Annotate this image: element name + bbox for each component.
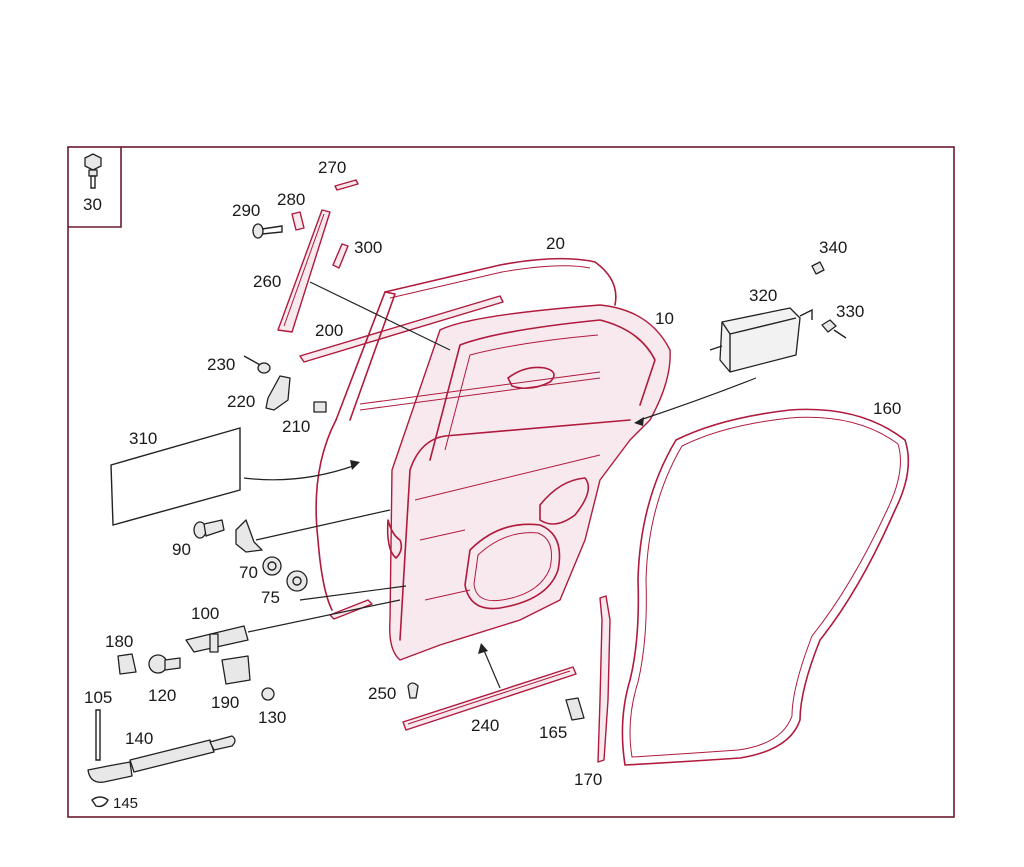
strut-140 — [87, 735, 236, 783]
diagram-frame — [67, 146, 955, 818]
cap-180 — [117, 653, 137, 675]
window-seal-200 — [299, 295, 504, 363]
clip-145 — [91, 796, 109, 808]
label-20: 20 — [546, 234, 565, 253]
label-300: 300 — [354, 238, 382, 257]
bracket-220 — [265, 375, 291, 411]
label-290: 290 — [232, 201, 260, 220]
screw-290 — [252, 223, 283, 239]
clip-250 — [407, 682, 419, 699]
hinge-bracket — [235, 509, 391, 553]
pin-105 — [95, 709, 101, 761]
screw-230 — [243, 355, 271, 374]
control-module-320 — [634, 307, 813, 426]
label-105: 105 — [84, 688, 112, 707]
label-180: 180 — [105, 632, 133, 651]
panel-310 — [110, 427, 360, 526]
label-190: 190 — [211, 693, 239, 712]
bracket-190 — [221, 655, 251, 685]
label-90: 90 — [172, 540, 191, 559]
label-220: 220 — [227, 392, 255, 411]
label-210: 210 — [282, 417, 310, 436]
frame-seal-20 — [384, 257, 617, 306]
clip-210 — [313, 401, 327, 413]
label-130: 130 — [258, 708, 286, 727]
screw-130 — [261, 687, 275, 701]
label-140: 140 — [125, 729, 153, 748]
door-shell-10 — [315, 291, 671, 661]
door-check-100 — [185, 599, 401, 653]
screw-330 — [821, 319, 847, 339]
label-240: 240 — [471, 716, 499, 735]
label-280: 280 — [277, 190, 305, 209]
window-channel-260 — [277, 209, 331, 333]
sill-trim-240 — [402, 666, 577, 731]
label-230: 230 — [207, 355, 235, 374]
label-165: 165 — [539, 723, 567, 742]
label-120: 120 — [148, 686, 176, 705]
nut-70 — [262, 556, 282, 576]
bolt-icon — [84, 153, 102, 189]
label-160: 160 — [873, 399, 901, 418]
label-250: 250 — [368, 684, 396, 703]
label-145: 145 — [113, 795, 138, 812]
inset-box-30: 30 — [68, 147, 122, 228]
label-260: 260 — [253, 272, 281, 291]
part-labels: 10 20 70 75 90 100 105 120 130 140 145 1… — [84, 158, 901, 812]
label-100: 100 — [191, 604, 219, 623]
washer-75 — [286, 570, 308, 592]
door-seal-160 — [621, 408, 910, 766]
label-170: 170 — [574, 770, 602, 789]
label-70: 70 — [239, 563, 258, 582]
label-10: 10 — [655, 309, 674, 328]
label-330: 330 — [836, 302, 864, 321]
label-200: 200 — [315, 321, 343, 340]
clip-280 — [291, 211, 305, 231]
clip-340 — [811, 261, 825, 275]
label-340: 340 — [819, 238, 847, 257]
leader-lines — [299, 281, 451, 601]
inset-label: 30 — [83, 195, 102, 214]
seal-strip-170 — [597, 595, 611, 763]
clip-165 — [565, 697, 585, 721]
bolt-120 — [148, 654, 181, 674]
label-75: 75 — [261, 588, 280, 607]
clip-270 — [334, 179, 359, 191]
label-310: 310 — [129, 429, 157, 448]
clip-300 — [332, 243, 349, 269]
label-270: 270 — [318, 158, 346, 177]
bolt-90 — [193, 519, 225, 539]
label-320: 320 — [749, 286, 777, 305]
